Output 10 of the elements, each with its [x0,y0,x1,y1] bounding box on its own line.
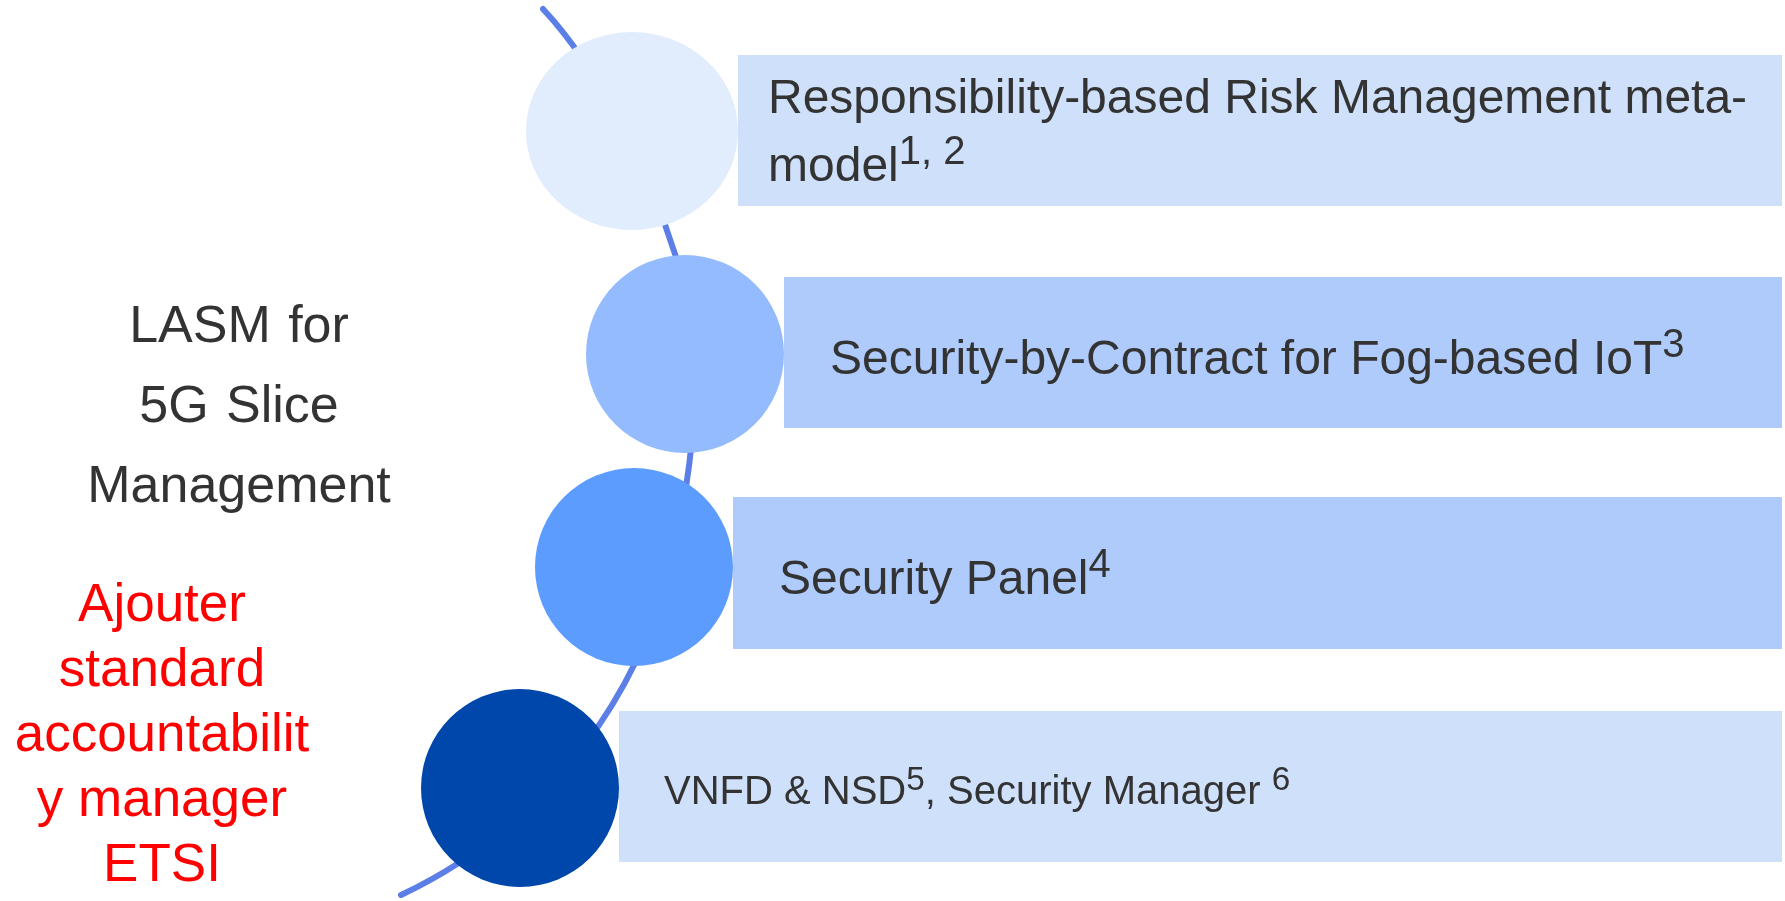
topic-text: VNFD & NSD$^{5}$, Security Manager $^{6}$ [664,759,1291,815]
note-text: Ajouter standard accountability manager ETSI [13,572,311,894]
topic-text: Responsibility-based Risk Management meta-model$^{1, 2}$ [768,69,1749,193]
topic-bar [619,711,1782,862]
heading-text: LASM for 5G Slice Management [87,294,391,515]
topic-text: Security-by-Contract for Fog-based IoT$^{3}$ [830,319,1685,386]
topic-bar [784,277,1782,428]
topic-bar [738,55,1782,206]
topic-text: Security Panel$^{4}$ [779,540,1111,606]
topic-bar [733,497,1782,649]
